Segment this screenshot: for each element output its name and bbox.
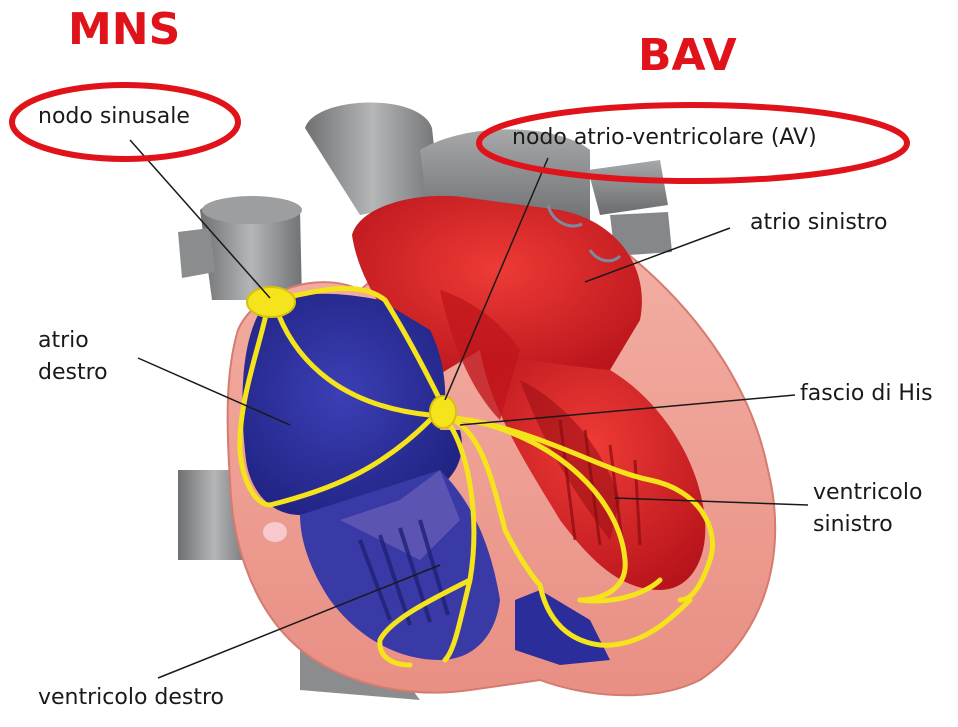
sa-node	[247, 287, 295, 317]
bav-annotation: BAV	[638, 32, 737, 80]
label-nodo-av: nodo atrio-ventricolare (AV)	[512, 123, 817, 153]
label-ventricolo-sinistro-2: sinistro	[813, 510, 893, 540]
label-atrio-destro-2: destro	[38, 358, 108, 388]
av-node	[430, 396, 456, 428]
label-nodo-sinusale: nodo sinusale	[38, 102, 190, 132]
label-atrio-destro-1: atrio	[38, 326, 89, 356]
label-fascio-his: fascio di His	[800, 379, 933, 409]
label-ventricolo-sinistro-1: ventricolo	[813, 478, 922, 508]
label-atrio-sinistro: atrio sinistro	[750, 208, 887, 238]
mns-annotation: MNS	[68, 6, 180, 54]
label-ventricolo-destro: ventricolo destro	[38, 683, 224, 713]
